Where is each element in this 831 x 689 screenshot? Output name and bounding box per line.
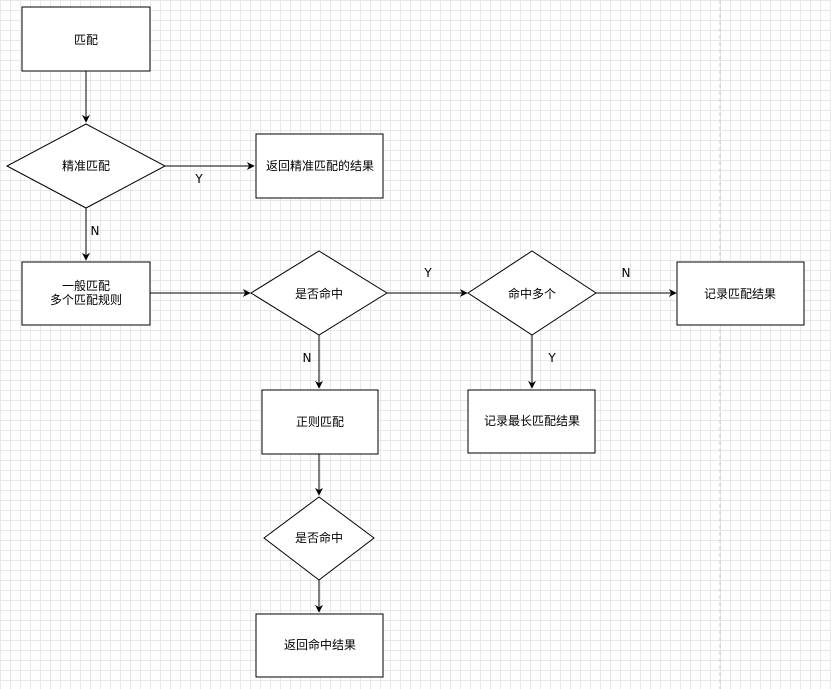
node-record-longest-label: 记录最长匹配结果 (484, 414, 580, 428)
node-return-hit-label: 返回命中结果 (284, 637, 356, 652)
node-match-box (21, 6, 151, 72)
node-record-match-box (676, 261, 805, 326)
node-exact-match-decision[interactable]: 精准匹配 (5, 123, 167, 209)
edge-label-hit1-no: N (303, 351, 312, 365)
node-general-match[interactable]: 一般匹配 多个匹配规则 (21, 261, 151, 326)
node-return-exact-box (255, 133, 384, 199)
edge-label-exact-yes: Y (194, 172, 203, 186)
node-is-hit-decision-2[interactable]: 是否命中 (263, 496, 375, 581)
node-exact-match-label: 精准匹配 (62, 159, 110, 173)
edge-label-multi-no: N (622, 266, 631, 280)
node-is-hit-label-2: 是否命中 (295, 530, 343, 545)
node-return-hit-box (255, 613, 384, 678)
node-record-match[interactable]: 记录匹配结果 (676, 261, 805, 326)
edge-label-hit1-yes: Y (423, 266, 432, 280)
node-match[interactable]: 匹配 (21, 6, 151, 72)
node-multi-hit-decision[interactable]: 命中多个 (467, 250, 597, 336)
node-regex-match-label: 正则匹配 (296, 415, 344, 429)
node-is-hit-diamond-1 (250, 250, 388, 336)
node-general-match-label-line1: 一般匹配 (62, 278, 110, 293)
node-return-exact-label: 返回精准匹配的结果 (266, 158, 374, 173)
node-record-match-label: 记录匹配结果 (704, 287, 776, 301)
node-is-hit-decision-1[interactable]: 是否命中 (250, 250, 388, 336)
edge-label-exact-no: N (91, 224, 100, 238)
node-exact-match-diamond (5, 123, 167, 209)
node-return-hit[interactable]: 返回命中结果 (255, 613, 384, 678)
node-general-match-box (21, 261, 151, 326)
node-general-match-label-line2: 多个匹配规则 (50, 292, 122, 307)
node-regex-match-box (261, 389, 379, 455)
node-record-longest-box (467, 389, 596, 454)
node-multi-hit-label: 命中多个 (508, 286, 556, 301)
node-record-longest[interactable]: 记录最长匹配结果 (467, 389, 596, 454)
node-match-label: 匹配 (74, 33, 98, 47)
node-is-hit-diamond-2 (263, 496, 375, 581)
node-regex-match[interactable]: 正则匹配 (261, 389, 379, 455)
node-multi-hit-diamond (467, 250, 597, 336)
node-is-hit-label-1: 是否命中 (295, 286, 343, 301)
edge-label-multi-yes: Y (547, 351, 556, 365)
node-return-exact[interactable]: 返回精准匹配的结果 (255, 133, 384, 199)
